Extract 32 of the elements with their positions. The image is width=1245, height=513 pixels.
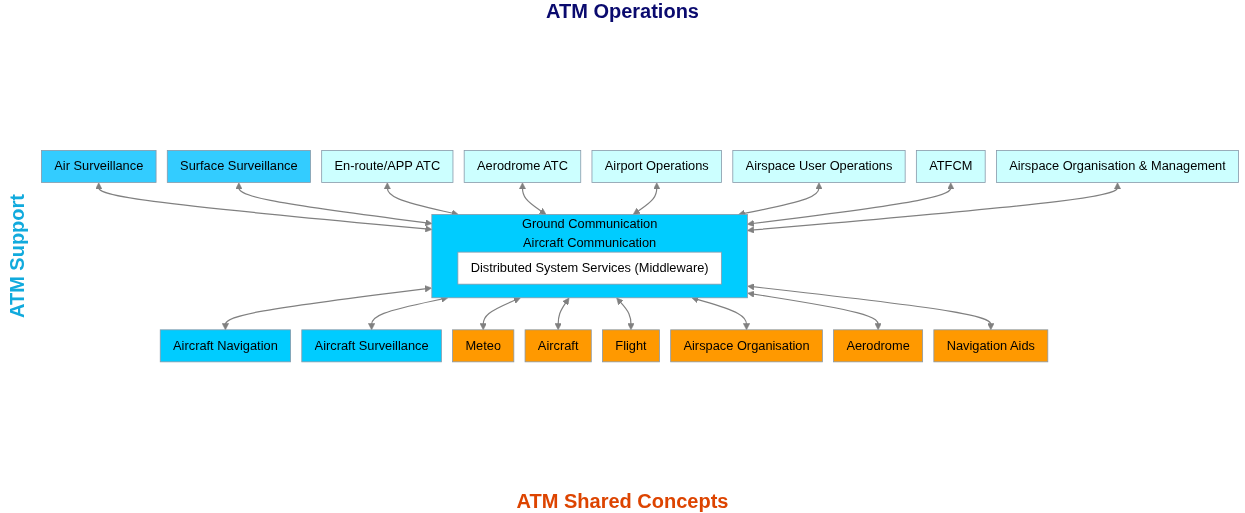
node-box: Aircraft Navigation bbox=[159, 329, 291, 363]
node-box: Airspace Organisation bbox=[670, 329, 823, 363]
arrow bbox=[235, 182, 433, 227]
node-box: Airspace User Operations bbox=[732, 150, 906, 184]
arrow bbox=[616, 298, 635, 331]
node-box: ATFCM bbox=[915, 150, 986, 184]
group-heading: ATM Operations bbox=[546, 0, 699, 23]
node-box: Navigation Aids bbox=[933, 329, 1049, 363]
group-heading: ATM Support bbox=[6, 194, 29, 319]
arrow bbox=[747, 182, 955, 228]
group-heading: ATM Shared Concepts bbox=[516, 490, 729, 513]
node-box: Air Surveillance bbox=[41, 150, 157, 184]
arrow bbox=[747, 283, 995, 331]
arrow bbox=[221, 285, 432, 331]
node-box: Airport Operations bbox=[591, 150, 722, 184]
node-box: Aerodrome ATC bbox=[463, 150, 582, 184]
node-box: Meteo bbox=[452, 329, 515, 363]
arrow bbox=[747, 182, 1121, 234]
node-box: Aerodrome bbox=[833, 329, 924, 363]
node-box: En-route/APP ATC bbox=[321, 150, 454, 184]
arrow bbox=[95, 182, 433, 233]
node-box: Aircraft Surveillance bbox=[301, 329, 442, 363]
node-box: Distributed System Services (Middleware) bbox=[457, 252, 722, 285]
node-box: Flight bbox=[602, 329, 660, 363]
arrow bbox=[518, 182, 547, 216]
node-box: Aircraft bbox=[524, 329, 592, 363]
arrow bbox=[632, 182, 661, 216]
arrow bbox=[747, 291, 882, 331]
node-box: Airspace Organisation & Management bbox=[996, 150, 1239, 184]
arrow bbox=[479, 297, 521, 331]
arrow bbox=[554, 298, 570, 331]
node-box: Surface Surveillance bbox=[166, 150, 311, 184]
